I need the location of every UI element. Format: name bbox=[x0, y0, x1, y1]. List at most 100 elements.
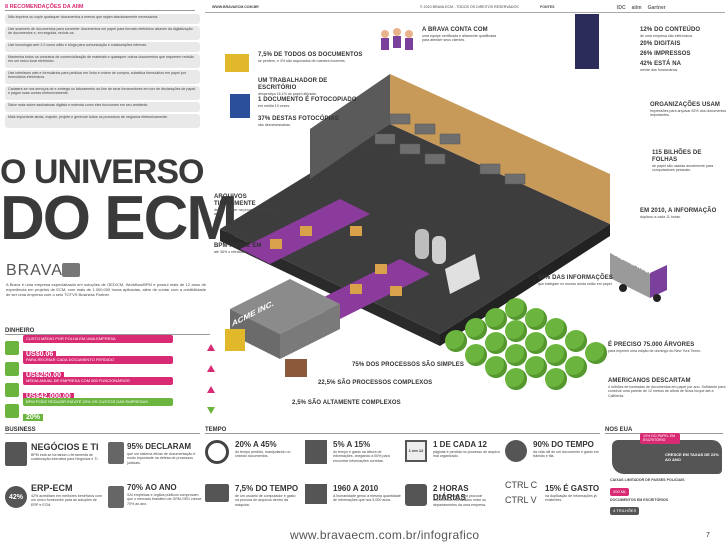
callout-office-worker: UM TRABALHADOR DE ESCRITÓRIO desperdiça … bbox=[258, 78, 363, 96]
tree-icon bbox=[565, 330, 587, 352]
money-icon bbox=[5, 403, 19, 418]
tree-icon bbox=[585, 342, 607, 364]
callout-archive-growth: ARQUIVOS TIPICAMENTE devem crescer na pr… bbox=[214, 194, 284, 217]
money-label: MÉDIA ANUAL DE EMPRESA COM 500 FUNCIONÁR… bbox=[23, 376, 173, 385]
business-growth-title: 70% AO ANO bbox=[127, 483, 177, 492]
money-value: 20% bbox=[23, 413, 44, 421]
usa-badge: 10% DO PAPEL EM ESCRITÓRIO bbox=[640, 433, 680, 444]
people-icon bbox=[5, 442, 27, 466]
up-arrow-icon bbox=[207, 386, 215, 393]
usa-stat2-value: 4 TRILHÕES bbox=[610, 507, 640, 515]
recommendation-item: Use scanners de documentos para converte… bbox=[5, 26, 200, 40]
sources-logos: IDC aiim Gartner bbox=[565, 3, 725, 12]
money-icon bbox=[5, 382, 19, 397]
business-grid: NEGÓCIOS E TI BPM está se tornando o fer… bbox=[5, 436, 205, 526]
time-cell-text: do tempo é gasto na leitura de informaçõ… bbox=[333, 450, 390, 463]
tree-icon bbox=[525, 308, 547, 330]
callout-title: É PRECISO 75.000 ÁRVORES bbox=[608, 342, 695, 348]
calendar-icon: 1 em 12 bbox=[405, 440, 427, 462]
key-ctrl-c: CTRL C bbox=[505, 480, 538, 490]
logo-aiim: aiim bbox=[631, 4, 642, 11]
time-cell-text: do tempo perdido, manipulando ou criando… bbox=[235, 450, 291, 459]
time-cell-title: 1960 A 2010 bbox=[333, 484, 379, 493]
callout-text: impressões para arquivar 62% dos documen… bbox=[650, 109, 727, 118]
stairs bbox=[445, 254, 480, 294]
tree-icon bbox=[545, 344, 567, 366]
chart-icon bbox=[108, 486, 124, 508]
callout-title: EM 2010, A INFORMAÇÃO bbox=[640, 208, 717, 214]
stopwatch-icon bbox=[505, 440, 527, 462]
clock-icon bbox=[205, 440, 229, 464]
book-icon bbox=[305, 484, 327, 504]
callout-americans: AMERICANOS DESCARTAM 4 milhões de tonela… bbox=[608, 378, 726, 398]
tree-icon bbox=[465, 318, 487, 340]
business-title: BUSINESS bbox=[5, 427, 200, 434]
up-arrow-icon bbox=[207, 365, 215, 372]
stat-title: 20% DIGITAIS bbox=[640, 41, 681, 48]
callout-lost-documents: 7,5% DE TODOS OS DOCUMENTOS se perdem, e… bbox=[258, 52, 363, 63]
callout-title: 115 BILHÕES DE FOLHAS bbox=[652, 150, 702, 163]
tree-icon bbox=[565, 356, 587, 378]
desks bbox=[374, 113, 526, 185]
forklift bbox=[225, 329, 245, 351]
storage-tanks bbox=[415, 229, 446, 264]
callout-text: duplicou a cada 11 horas. bbox=[640, 215, 681, 219]
title-line-2: DO ECM bbox=[0, 184, 238, 253]
sources-label: FONTES bbox=[540, 5, 555, 9]
time-cell-text: de um usuário de computador é gasto na p… bbox=[235, 494, 296, 507]
documents-icon bbox=[305, 440, 327, 464]
time-cell-title: 20% A 45% bbox=[235, 440, 277, 449]
callout-title: 95% DAS INFORMAÇÕES bbox=[538, 275, 613, 281]
process-complex: 22,5% SÃO PROCESSOS COMPLEXOS bbox=[318, 380, 433, 386]
time-cell-title: 90% DO TEMPO bbox=[533, 440, 594, 449]
recommendations-title: 8 RECOMENDAÇÕES DA AIIM bbox=[5, 4, 195, 11]
time-cell-title: 1 DE CADA 12 bbox=[433, 440, 487, 449]
money-value: US$42.000,00 bbox=[23, 392, 74, 400]
business-negocios-text: BPM está se tornando o ferramenta de col… bbox=[31, 453, 99, 462]
office-scene bbox=[220, 14, 610, 377]
callout-text: devem crescer na proporção de 25% ao ano… bbox=[214, 208, 278, 217]
footer-url[interactable]: www.bravaecm.com.br/infografico bbox=[290, 528, 480, 542]
time-cell-text: é o tempo usado para procurar documentos… bbox=[433, 494, 486, 507]
callout-unnecessary-copies: 37% DESTAS FOTOCÓPIAS são desnecessárias… bbox=[258, 116, 363, 127]
callout-info-2010: EM 2010, A INFORMAÇÃO duplicou a cada 11… bbox=[640, 208, 725, 219]
time-cell-text: A humanidade gerou a mesma quantidade de… bbox=[333, 494, 401, 503]
callout-title: A BRAVA CONTA COM bbox=[422, 27, 488, 33]
tree-icon bbox=[485, 332, 507, 354]
recommendation-item: Mantenha todos os contratos de comercial… bbox=[5, 54, 200, 68]
title-line-1: O UNIVERSO bbox=[0, 153, 204, 191]
up-arrow-icon bbox=[207, 344, 215, 351]
money-list: CUSTO MÉDIO POR FOLHA EM UMA EMPRESA US$… bbox=[5, 334, 215, 421]
callout-title: BPM REDUZ EM bbox=[214, 243, 262, 249]
office-floor-front bbox=[440, 224, 610, 346]
tree-icon bbox=[465, 344, 487, 366]
tree-icon bbox=[505, 344, 527, 366]
delivery-truck bbox=[610, 253, 667, 302]
recommendation-item: Não imprima ou copie quaisquer documento… bbox=[5, 14, 200, 24]
usa-growth: CRESCE EM TAXAS DE 22% AO ANO bbox=[665, 452, 719, 462]
usa-stat1-value: 200 ML bbox=[610, 488, 630, 496]
back-wall-right bbox=[390, 74, 610, 224]
time-cell-title: 2 HORAS DIÁRIAS bbox=[433, 484, 469, 502]
shipping-container bbox=[230, 279, 340, 334]
recommendations-list: Não imprima ou copie quaisquer documento… bbox=[5, 14, 200, 128]
people-search-icon bbox=[405, 484, 427, 506]
site-url[interactable]: WWW.BRAVAECM.COM.BR bbox=[212, 5, 259, 9]
stat-title: 26% IMPRESSOS bbox=[640, 51, 691, 58]
monitor-icon bbox=[205, 484, 229, 502]
money-icon bbox=[5, 340, 19, 355]
callout-text: 4 milhões de toneladas de documentos em … bbox=[608, 385, 726, 398]
time-title: TEMPO bbox=[205, 427, 600, 434]
business-negocios-title: NEGÓCIOS E TI bbox=[31, 442, 99, 452]
stat-title: 12% DO CONTEÚDO bbox=[640, 27, 701, 33]
money-row: BPM PODE REDUZIR EM ATÉ 20% OS CUSTOS DA… bbox=[5, 397, 215, 421]
money-icon bbox=[5, 361, 19, 376]
tree-icon bbox=[505, 320, 527, 342]
erp-badge: 42% bbox=[5, 486, 27, 508]
callout-title: 7,5% DE TODOS OS DOCUMENTOS bbox=[258, 52, 363, 58]
process-simple: 75% DOS PROCESSOS SÃO SIMPLES bbox=[352, 362, 464, 368]
money-row: PARA RECRIAR CADA DOCUMENTO PERDIDO US$2… bbox=[5, 355, 215, 379]
server-rack bbox=[575, 14, 599, 69]
recycle-bin-icon bbox=[230, 94, 250, 118]
